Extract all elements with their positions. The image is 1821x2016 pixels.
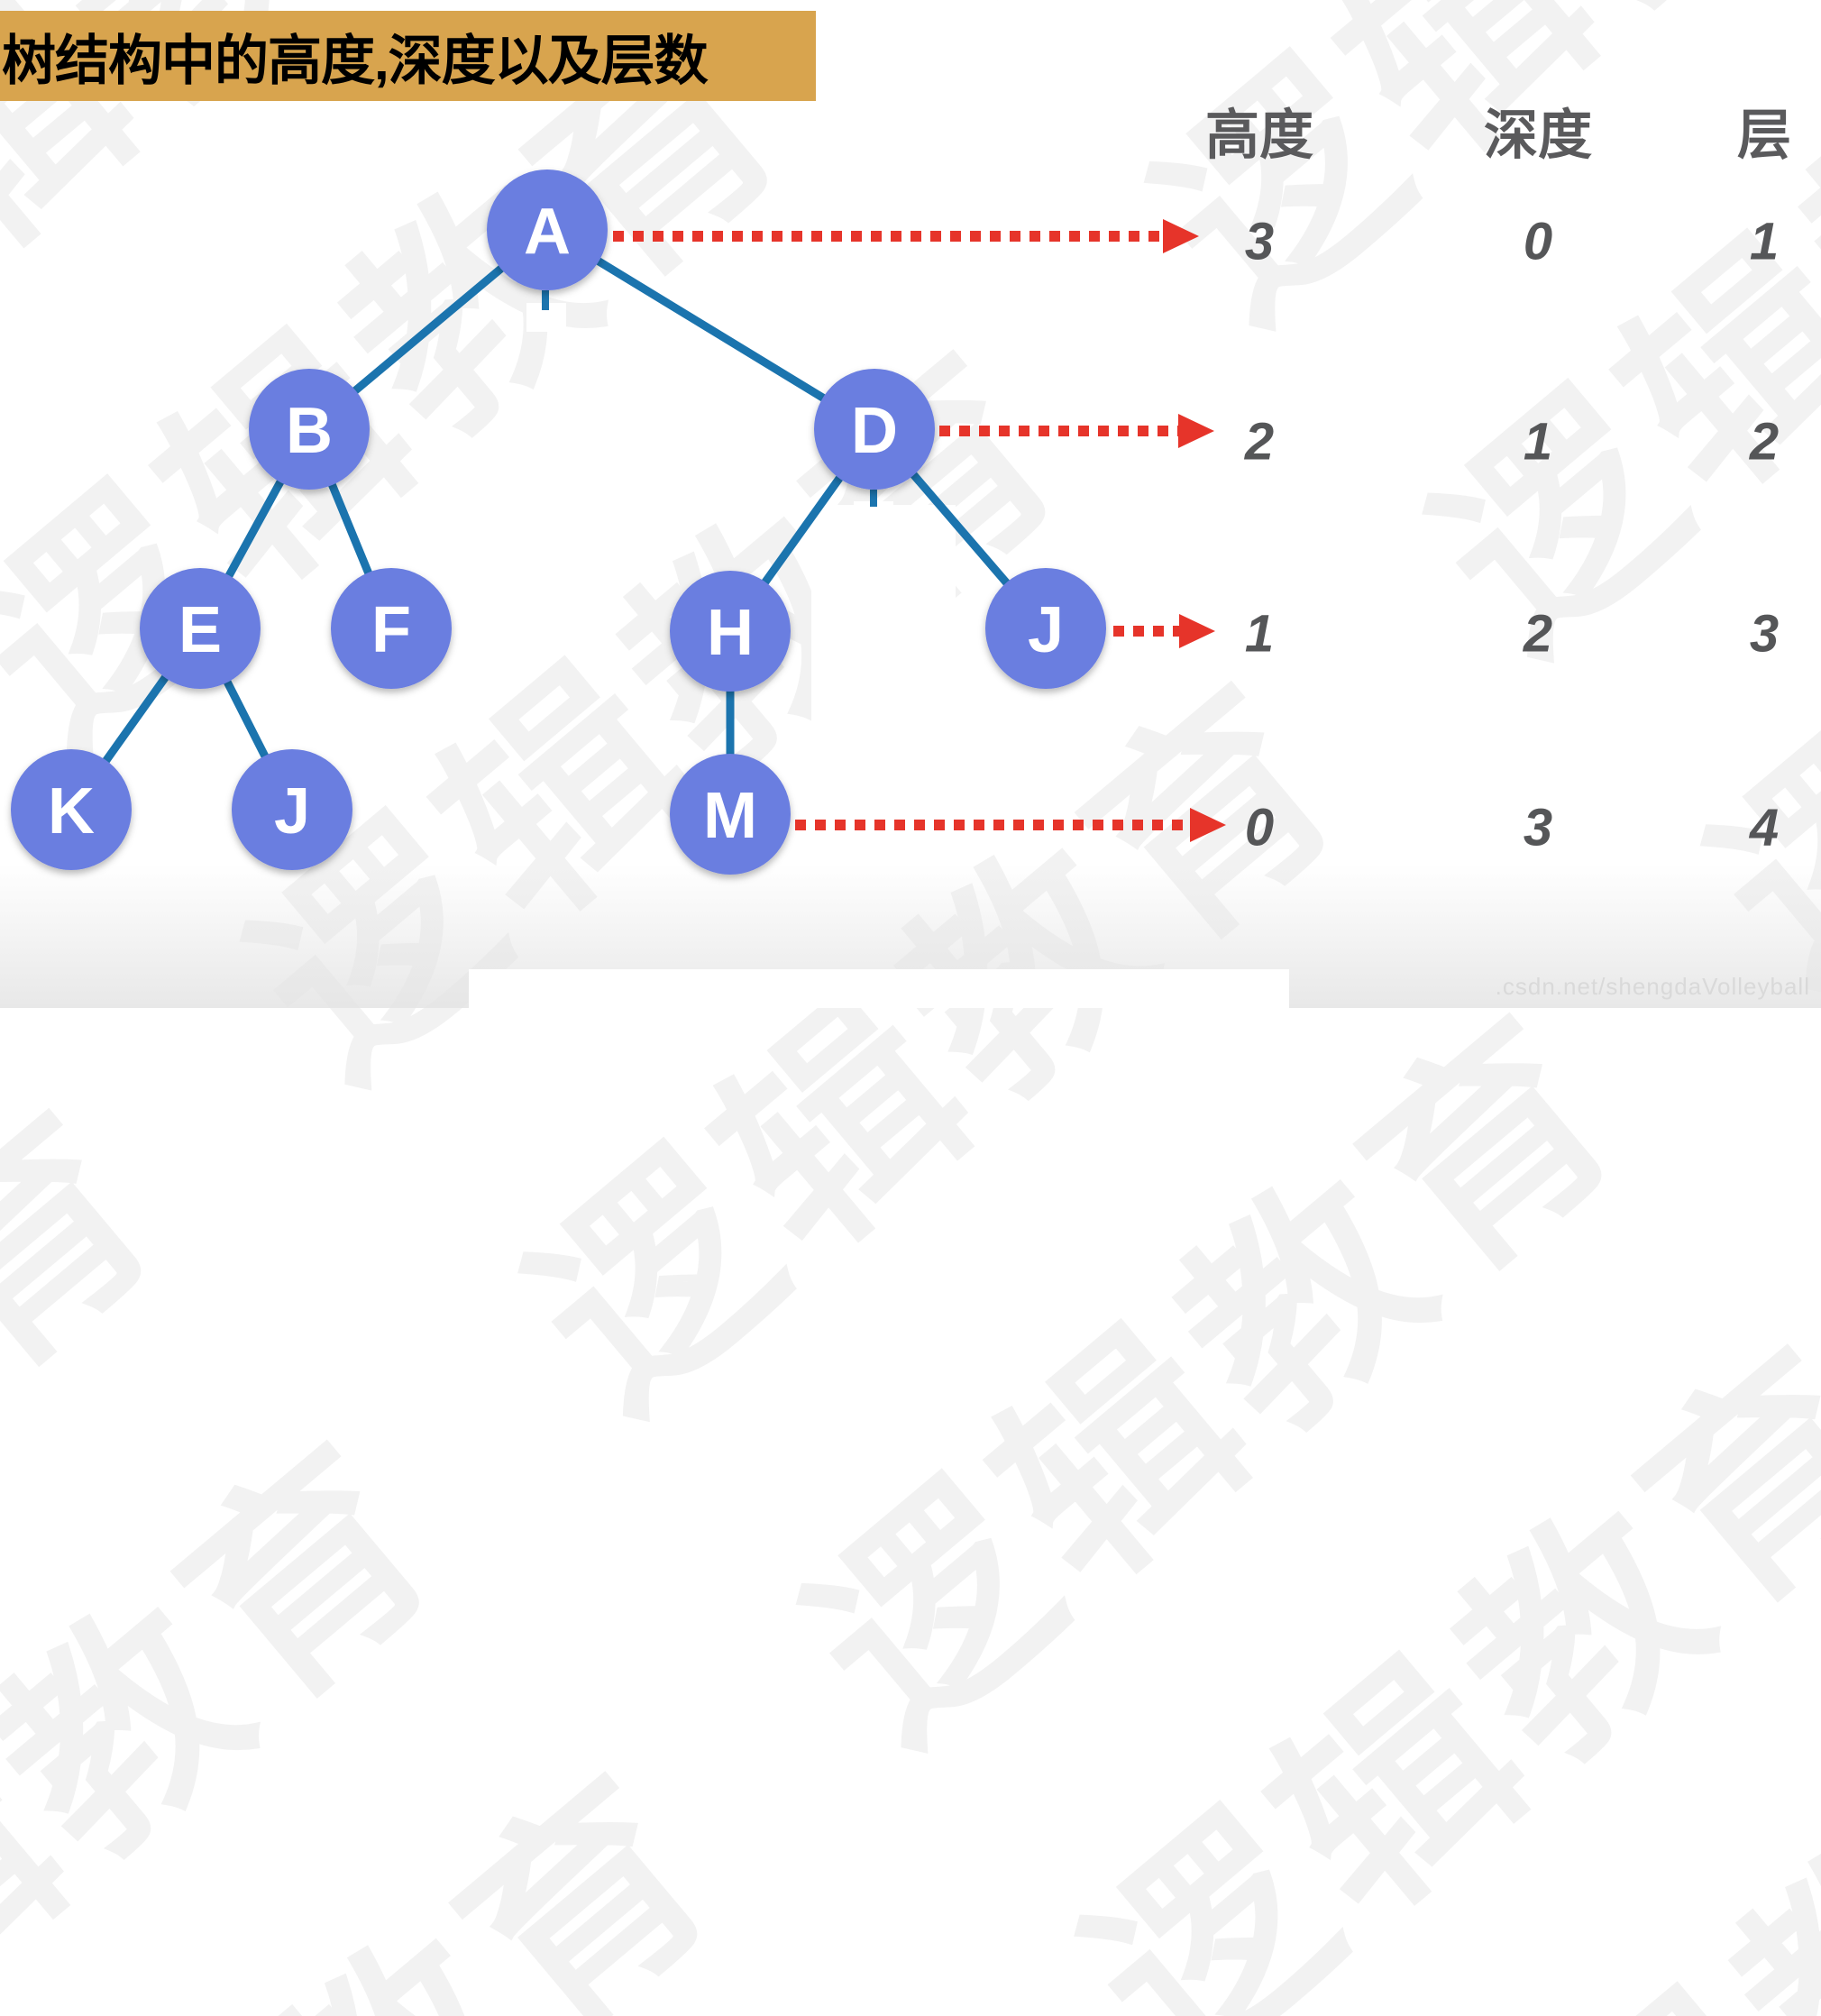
title-bar: 树结构中的高度,深度以及层数 xyxy=(0,11,816,101)
node-label: B xyxy=(286,395,333,467)
node-circle xyxy=(11,749,132,870)
tree-node-K: K xyxy=(11,749,132,870)
node-label: D xyxy=(851,395,898,467)
node-circle xyxy=(140,568,261,689)
node-label: A xyxy=(524,196,571,268)
arrow-head xyxy=(1190,808,1226,842)
node-circle xyxy=(985,568,1106,689)
page-title: 树结构中的高度,深度以及层数 xyxy=(2,30,709,91)
tree-diagram: A B D E F H J K J M xyxy=(11,170,1226,875)
value-J-level: 3 xyxy=(1749,604,1780,664)
value-J-height: 1 xyxy=(1244,604,1275,664)
tree-node-H: H xyxy=(670,571,791,692)
node-circle xyxy=(814,369,935,490)
node-circle xyxy=(331,568,452,689)
annotation-arrow-J xyxy=(1113,614,1215,648)
tree-node-J: J xyxy=(985,568,1106,689)
arrow-head xyxy=(1179,614,1215,648)
node-label: J xyxy=(274,775,310,848)
tree-node-J2: J xyxy=(232,749,352,870)
node-circle xyxy=(670,754,791,875)
node-label: H xyxy=(707,597,754,669)
tree-node-M: M xyxy=(670,754,791,875)
value-M-depth: 3 xyxy=(1523,798,1553,857)
annotation-arrow-A xyxy=(613,219,1199,253)
value-A-level: 1 xyxy=(1749,212,1780,271)
node-label: E xyxy=(178,594,222,666)
node-label: M xyxy=(703,780,757,852)
node-label: K xyxy=(48,775,95,848)
value-D-height: 2 xyxy=(1244,412,1275,472)
annotation-arrow-M xyxy=(795,808,1226,842)
value-A-depth: 0 xyxy=(1523,212,1553,271)
tree-node-E: E xyxy=(140,568,261,689)
value-A-height: 3 xyxy=(1244,212,1275,271)
tree-node-F: F xyxy=(331,568,452,689)
arrow-head xyxy=(1163,219,1199,253)
value-D-depth: 1 xyxy=(1523,412,1553,472)
column-header-depth: 深度 xyxy=(1484,105,1592,166)
tree-node-D: D xyxy=(814,369,935,490)
tree-node-B: B xyxy=(249,369,370,490)
node-circle xyxy=(487,170,608,290)
arrow-head xyxy=(1178,414,1214,448)
value-M-height: 0 xyxy=(1244,798,1275,857)
white-patch xyxy=(811,505,956,802)
tree-edge-A-D xyxy=(543,225,879,434)
node-circle xyxy=(249,369,370,490)
annotation-arrow-D xyxy=(939,414,1214,448)
node-circle xyxy=(670,571,791,692)
node-label: J xyxy=(1028,594,1064,666)
value-J-depth: 2 xyxy=(1523,604,1553,664)
white-patch xyxy=(469,969,1289,1008)
column-header-level: 层 xyxy=(1737,105,1791,166)
tree-node-A: A xyxy=(487,170,608,290)
node-label: F xyxy=(371,594,411,666)
credit-watermark: .csdn.net/shengdaVolleyball xyxy=(1495,973,1810,1000)
value-D-level: 2 xyxy=(1749,412,1780,472)
node-circle xyxy=(232,749,352,870)
column-header-height: 高度 xyxy=(1205,105,1313,166)
value-M-level: 4 xyxy=(1749,798,1780,857)
